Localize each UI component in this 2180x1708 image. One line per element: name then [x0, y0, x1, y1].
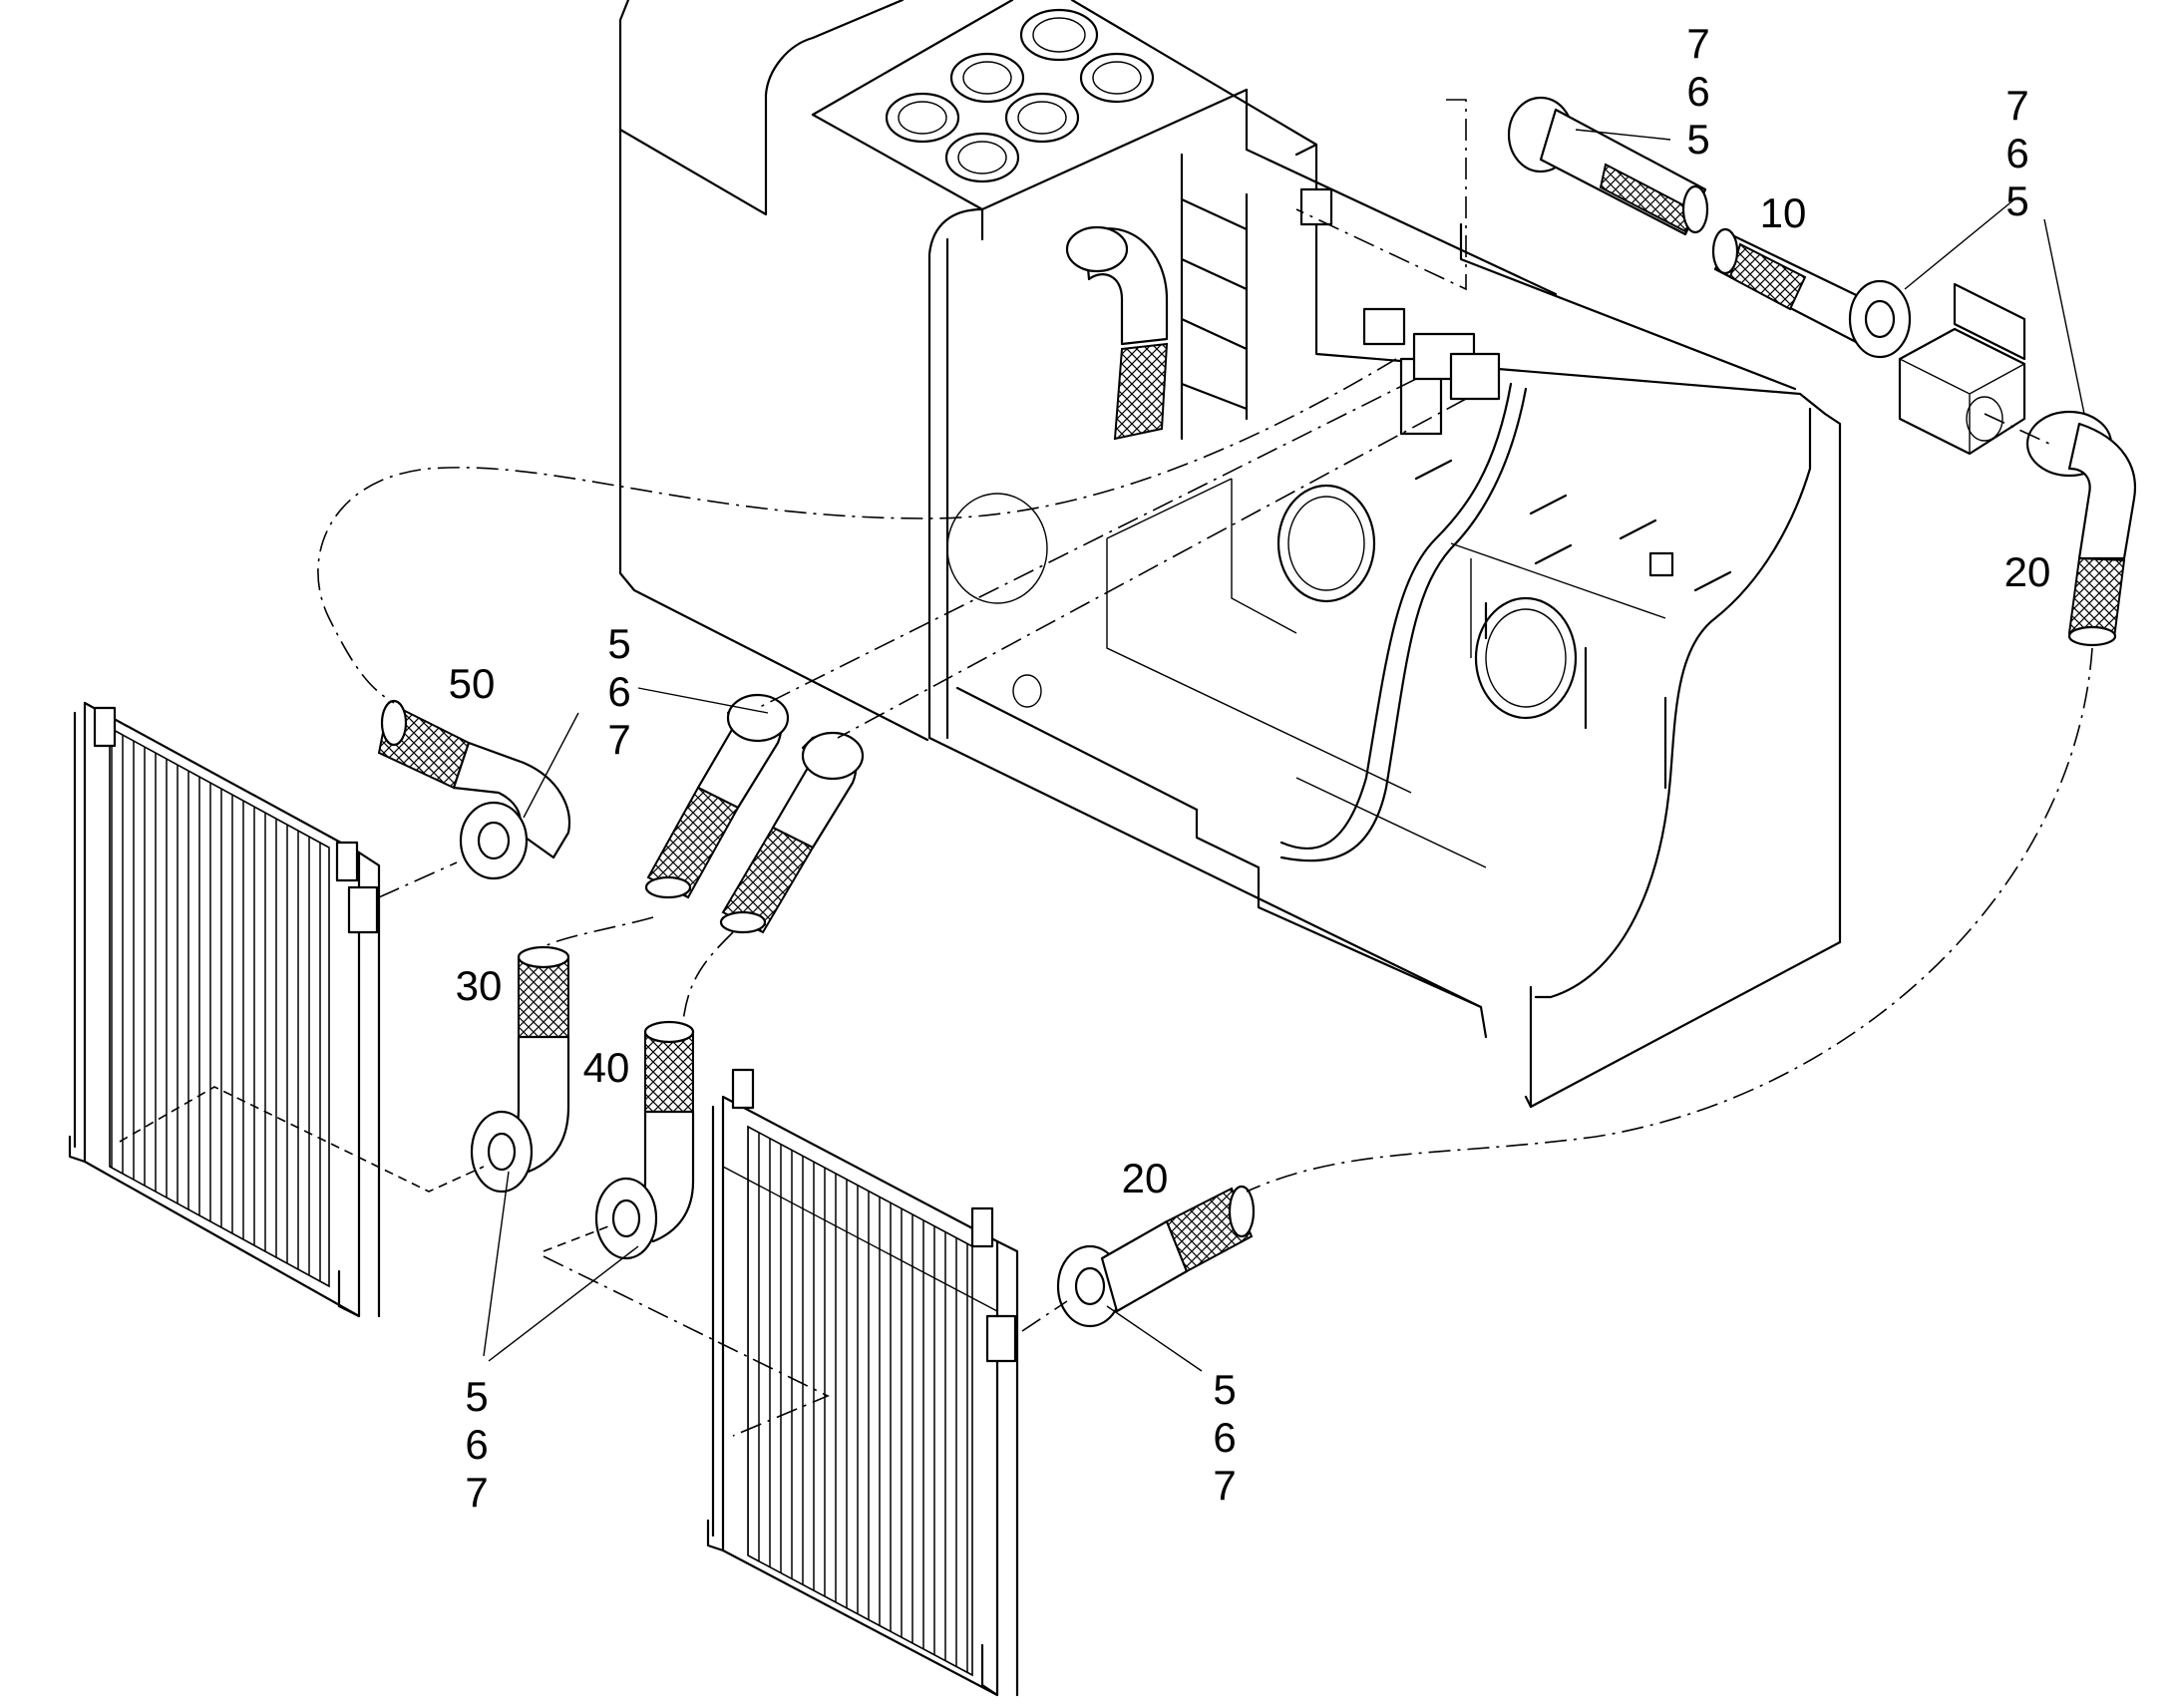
hose-20-bottom	[1056, 1185, 1256, 1328]
manifold-block	[1898, 282, 2026, 456]
radiator-left	[68, 701, 381, 1318]
twin-elbow-hoses	[644, 693, 865, 934]
callout-item-30: 30	[456, 962, 503, 1009]
connection-lines	[119, 99, 2093, 1437]
internal-elbow-hose	[1065, 225, 1169, 441]
callout-item-20-right: 20	[2004, 548, 2051, 595]
hose-flange-top	[1507, 96, 1709, 236]
callout-top-right-3: 5	[2005, 177, 2028, 224]
callout-mid-left-1: 5	[607, 620, 630, 667]
callout-bottom-right-1: 5	[1213, 1366, 1236, 1413]
callout-bottom-left-1: 5	[465, 1373, 488, 1420]
callout-top-mid-2: 6	[1686, 68, 1709, 115]
callout-top-right-1: 7	[2005, 82, 2028, 129]
elbow-hose-40	[594, 1020, 695, 1260]
callout-mid-left-2: 6	[607, 668, 630, 715]
hose-10	[1711, 227, 1912, 359]
callout-labels: 7 6 5 7 6 5 10 20 50 5 6 7 30 40 20 5 6 …	[449, 20, 2051, 1516]
callout-item-10: 10	[1760, 189, 1807, 236]
callout-top-mid-1: 7	[1686, 20, 1709, 67]
callout-item-40: 40	[583, 1044, 630, 1091]
callout-item-50: 50	[449, 660, 496, 707]
elbow-hose-50	[377, 699, 570, 880]
callout-bottom-left-3: 7	[465, 1469, 488, 1516]
tank-body	[618, 0, 1842, 1109]
callout-mid-left-3: 7	[607, 716, 630, 763]
leader-lines	[483, 129, 2085, 1372]
callout-top-right-2: 6	[2005, 130, 2028, 176]
callout-bottom-right-2: 6	[1213, 1414, 1236, 1461]
elbow-hose-20-right	[2025, 410, 2136, 647]
elbow-hose-30	[470, 945, 570, 1194]
callout-item-20-bottom: 20	[1122, 1155, 1169, 1201]
callout-bottom-right-3: 7	[1213, 1462, 1236, 1509]
callout-top-mid-3: 5	[1686, 116, 1709, 163]
radiator-right	[706, 1068, 1019, 1697]
callout-bottom-left-2: 6	[465, 1421, 488, 1468]
